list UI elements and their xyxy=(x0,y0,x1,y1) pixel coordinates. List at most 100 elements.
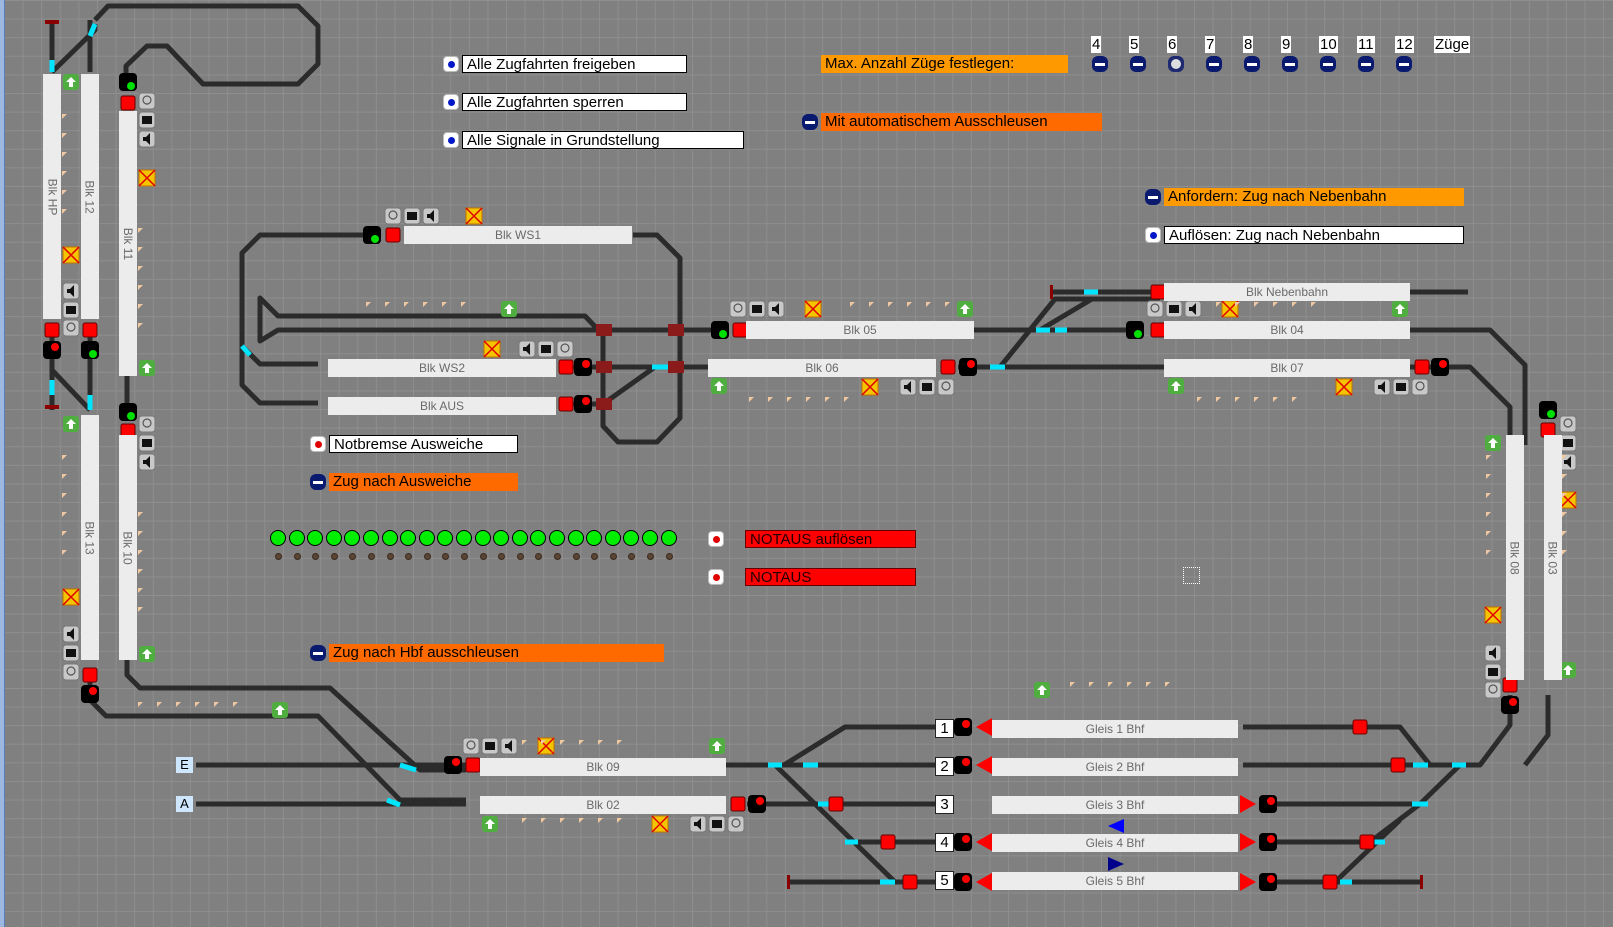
shunt-signal[interactable] xyxy=(558,359,574,375)
light-icon[interactable] xyxy=(138,92,156,110)
main-signal[interactable] xyxy=(954,756,972,774)
max-trains-option-10-button[interactable] xyxy=(1320,56,1336,72)
shunt-signal[interactable] xyxy=(465,757,481,773)
train-to-hbf-toggle[interactable] xyxy=(310,645,326,661)
max-trains-option-11-button[interactable] xyxy=(1358,56,1374,72)
light-icon[interactable] xyxy=(1484,681,1502,699)
light-icon[interactable] xyxy=(727,815,745,833)
auto-exit-toggle[interactable] xyxy=(802,114,818,130)
light-icon[interactable] xyxy=(1559,415,1577,433)
notaus-release-button[interactable] xyxy=(708,531,724,547)
block-blk-aus[interactable]: Blk AUS xyxy=(328,397,556,415)
main-signal[interactable] xyxy=(574,358,592,376)
max-trains-option-9-button[interactable] xyxy=(1282,56,1298,72)
main-signal[interactable] xyxy=(574,395,592,413)
shunt-signal[interactable] xyxy=(940,359,956,375)
train-to-siding-toggle[interactable] xyxy=(310,474,326,490)
max-trains-option-8-button[interactable] xyxy=(1244,56,1260,72)
direction-arrow-icon[interactable] xyxy=(976,756,992,774)
block-blk-12[interactable]: Blk 12 xyxy=(81,74,99,319)
notaus-button[interactable] xyxy=(708,569,724,585)
block-blk-06[interactable]: Blk 06 xyxy=(708,359,936,377)
direction-arrow-icon[interactable] xyxy=(1108,819,1124,833)
light-icon[interactable] xyxy=(1411,378,1429,396)
max-trains-option-7-button[interactable] xyxy=(1206,56,1222,72)
shunt-signal[interactable] xyxy=(1502,677,1518,693)
direction-arrow-icon[interactable] xyxy=(976,833,992,851)
lock-all-control[interactable]: Alle Zugfahrten sperren xyxy=(443,92,687,112)
max-trains-option-12-button[interactable] xyxy=(1396,56,1412,72)
light-icon[interactable] xyxy=(138,415,156,433)
shunt-signal[interactable] xyxy=(558,396,574,412)
shunt-signal[interactable] xyxy=(1359,834,1375,850)
block-blk-11[interactable]: Blk 11 xyxy=(119,111,137,376)
light-icon[interactable] xyxy=(937,378,955,396)
block-blk-ws2[interactable]: Blk WS2 xyxy=(328,359,556,377)
shunt-signal[interactable] xyxy=(732,322,748,338)
main-signal[interactable] xyxy=(43,341,61,359)
block-blk-nebenbahn[interactable]: Blk Nebenbahn xyxy=(1164,283,1410,301)
block-blk-13[interactable]: Blk 13 xyxy=(81,415,99,660)
signals-reset-control[interactable]: Alle Signale in Grundstellung xyxy=(443,130,744,150)
shunt-signal[interactable] xyxy=(730,796,746,812)
shunt-signal[interactable] xyxy=(120,95,136,111)
direction-arrow-icon[interactable] xyxy=(1240,795,1256,813)
release-branch-button[interactable] xyxy=(1145,227,1161,243)
shunt-signal[interactable] xyxy=(385,227,401,243)
shunt-signal[interactable] xyxy=(828,796,844,812)
block-blk-04[interactable]: Blk 04 xyxy=(1164,321,1410,339)
main-signal[interactable] xyxy=(954,718,972,736)
release-branch-control[interactable]: Auflösen: Zug nach Nebenbahn xyxy=(1145,225,1464,245)
main-signal[interactable] xyxy=(1501,696,1519,714)
request-branch-control[interactable]: Anfordern: Zug nach Nebenbahn xyxy=(1145,187,1464,207)
notaus-release-control[interactable]: NOTAUS auflösen xyxy=(708,529,916,549)
shunt-signal[interactable] xyxy=(1352,719,1368,735)
block-blk-08[interactable]: Blk 08 xyxy=(1506,435,1524,680)
direction-arrow-icon[interactable] xyxy=(1240,833,1256,851)
block-blk-02[interactable]: Blk 02 xyxy=(480,796,726,814)
main-signal[interactable] xyxy=(81,685,99,703)
shunt-signal[interactable] xyxy=(82,667,98,683)
shunt-signal[interactable] xyxy=(1150,284,1166,300)
notaus-control[interactable]: NOTAUS xyxy=(708,567,916,587)
block-blk-hp[interactable]: Blk HP xyxy=(43,74,61,319)
direction-arrow-icon[interactable] xyxy=(1240,873,1256,891)
block-blk-03[interactable]: Blk 03 xyxy=(1544,435,1562,680)
request-branch-toggle[interactable] xyxy=(1145,189,1161,205)
light-icon[interactable] xyxy=(62,663,80,681)
block-gleis-2[interactable]: Gleis 2 Bhf xyxy=(992,758,1238,776)
block-blk-10[interactable]: Blk 10 xyxy=(119,435,137,660)
direction-arrow-icon[interactable] xyxy=(976,718,992,736)
main-signal[interactable] xyxy=(1259,833,1277,851)
shunt-signal[interactable] xyxy=(1390,757,1406,773)
main-signal[interactable] xyxy=(1259,873,1277,891)
main-signal[interactable] xyxy=(1259,795,1277,813)
light-icon[interactable] xyxy=(729,300,747,318)
block-blk-05[interactable]: Blk 05 xyxy=(746,321,974,339)
light-icon[interactable] xyxy=(1146,300,1164,318)
max-trains-option-6-button[interactable] xyxy=(1168,56,1184,72)
main-signal[interactable] xyxy=(954,873,972,891)
train-to-hbf-control[interactable]: Zug nach Hbf ausschleusen xyxy=(310,643,664,663)
main-signal[interactable] xyxy=(1431,358,1449,376)
light-icon[interactable] xyxy=(462,737,480,755)
shunt-signal[interactable] xyxy=(82,322,98,338)
lock-all-button[interactable] xyxy=(443,94,459,110)
direction-arrow-icon[interactable] xyxy=(1108,857,1124,871)
block-blk-09[interactable]: Blk 09 xyxy=(480,758,726,776)
direction-arrow-icon[interactable] xyxy=(976,873,992,891)
signals-reset-button[interactable] xyxy=(443,132,459,148)
release-all-button[interactable] xyxy=(443,56,459,72)
block-gleis-4[interactable]: Gleis 4 Bhf xyxy=(992,834,1238,852)
block-gleis-5[interactable]: Gleis 5 Bhf xyxy=(992,872,1238,890)
main-signal[interactable] xyxy=(959,358,977,376)
main-signal[interactable] xyxy=(444,756,462,774)
release-all-control[interactable]: Alle Zugfahrten freigeben xyxy=(443,54,687,74)
max-trains-option-4-button[interactable] xyxy=(1092,56,1108,72)
light-icon[interactable] xyxy=(556,340,574,358)
max-trains-option-5-button[interactable] xyxy=(1130,56,1146,72)
main-signal[interactable] xyxy=(748,795,766,813)
shunt-signal[interactable] xyxy=(880,834,896,850)
auto-exit-control[interactable]: Mit automatischem Ausschleusen xyxy=(802,112,1102,132)
block-gleis-1[interactable]: Gleis 1 Bhf xyxy=(992,720,1238,738)
